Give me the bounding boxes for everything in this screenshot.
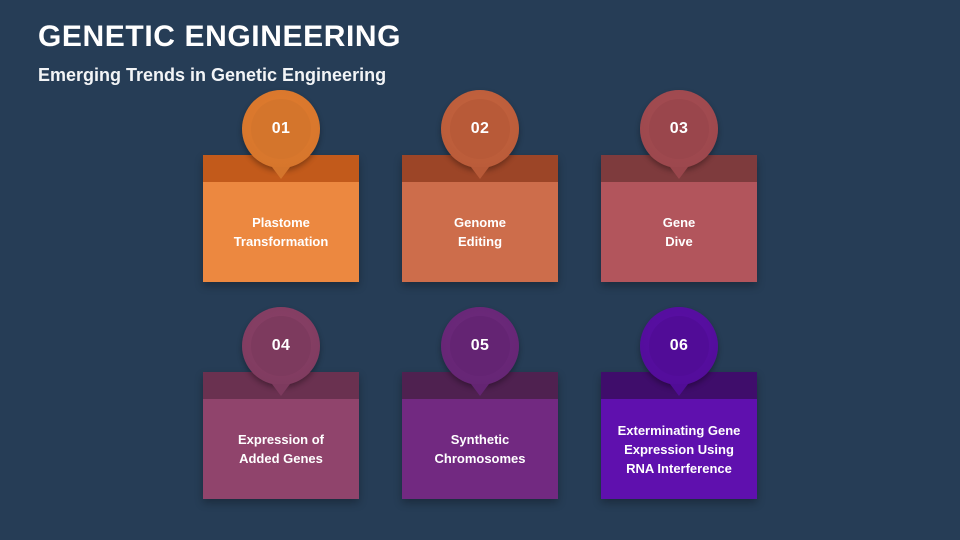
- card-label: Gene Dive: [662, 215, 696, 249]
- card-label: Plastome Transformation: [233, 215, 329, 249]
- card-label: Synthetic Chromosomes: [434, 432, 526, 466]
- number-badge-02[interactable]: 02: [441, 90, 519, 179]
- badge-pointer-icon: [272, 384, 290, 396]
- number-badge-01[interactable]: 01: [242, 90, 320, 179]
- info-card-02[interactable]: Genome Editing: [402, 155, 558, 282]
- info-card-06[interactable]: Exterminating Gene Expression Using RNA …: [601, 372, 757, 499]
- badge-pointer-icon: [471, 167, 489, 179]
- card-body: Synthetic Chromosomes: [402, 399, 558, 499]
- number-badge-03[interactable]: 03: [640, 90, 718, 179]
- badge-inner-disc: [251, 316, 311, 376]
- badge-inner-disc: [649, 316, 709, 376]
- badge-number: 04: [271, 337, 291, 354]
- card-label: Expression of Added Genes: [238, 432, 324, 466]
- card-body: Gene Dive: [601, 182, 757, 282]
- badge-number: 02: [470, 120, 490, 137]
- number-badge-06[interactable]: 06: [640, 307, 718, 396]
- card-body: Exterminating Gene Expression Using RNA …: [601, 399, 757, 499]
- slide-header: GENETIC ENGINEERING Emerging Trends in G…: [38, 18, 798, 88]
- badge-number: 03: [669, 120, 689, 137]
- page-title: GENETIC ENGINEERING: [38, 20, 402, 53]
- number-badge-04[interactable]: 04: [242, 307, 320, 396]
- badge-inner-disc: [649, 99, 709, 159]
- card-label: Genome Editing: [453, 215, 506, 249]
- info-card-04[interactable]: Expression of Added Genes: [203, 372, 359, 499]
- card-body: Genome Editing: [402, 182, 558, 282]
- badge-number: 05: [470, 337, 490, 354]
- badge-inner-disc: [450, 316, 510, 376]
- badge-pointer-icon: [272, 167, 290, 179]
- badge-number: 06: [669, 337, 689, 354]
- card-label: Exterminating Gene Expression Using RNA …: [617, 422, 741, 476]
- card-body: Expression of Added Genes: [203, 399, 359, 499]
- card-body: Plastome Transformation: [203, 182, 359, 282]
- badge-inner-disc: [450, 99, 510, 159]
- badge-pointer-icon: [471, 384, 489, 396]
- number-badge-05[interactable]: 05: [441, 307, 519, 396]
- page-subtitle: Emerging Trends in Genetic Engineering: [38, 65, 387, 85]
- badge-number: 01: [271, 120, 291, 137]
- badge-inner-disc: [251, 99, 311, 159]
- info-card-03[interactable]: Gene Dive: [601, 155, 757, 282]
- badge-pointer-icon: [670, 167, 688, 179]
- badge-pointer-icon: [670, 384, 688, 396]
